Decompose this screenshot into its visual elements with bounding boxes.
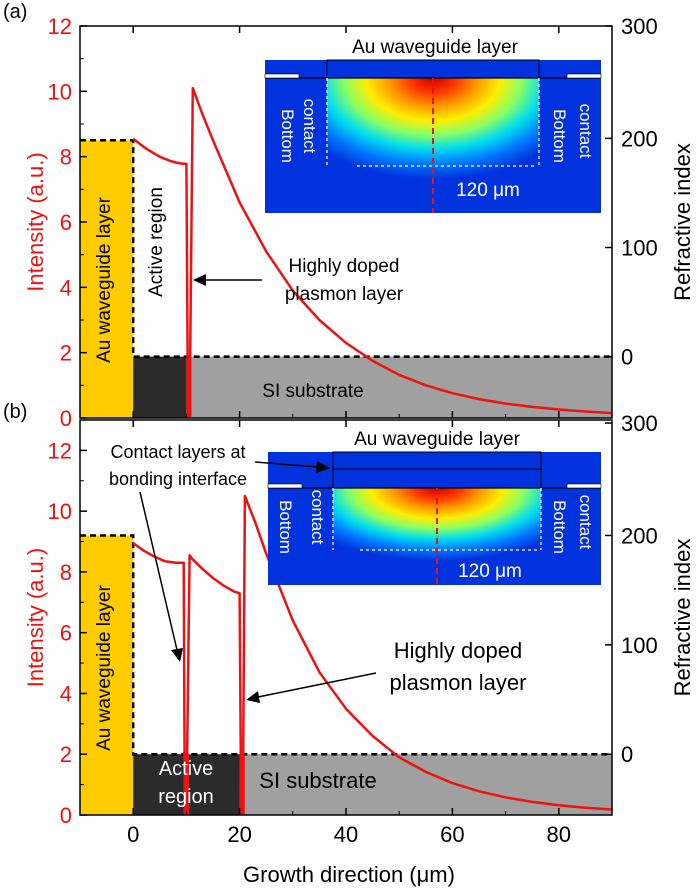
panel-b-contact-arrow-to-inset xyxy=(254,461,330,473)
inset-title: Au waveguide layer xyxy=(352,37,518,58)
inset-left-contact xyxy=(264,73,300,79)
panel-a-plasmon-arrow xyxy=(193,274,262,286)
panel-b-contact-arrow-to-plot xyxy=(139,491,183,662)
y-tick-label: 2 xyxy=(60,341,72,366)
y-tick-label: 2 xyxy=(60,742,72,767)
y-tick-label: 4 xyxy=(60,681,72,706)
panel-a-plasmon-label-2: plasmon layer xyxy=(285,284,404,305)
inset-scale-label: 120 μm xyxy=(456,180,520,201)
y2-tick-label: 200 xyxy=(621,126,658,151)
x-tick-label: 0 xyxy=(127,822,139,847)
panel-b-plasmon-label-2: plasmon layer xyxy=(390,670,527,695)
y2-tick-label: 0 xyxy=(621,742,633,767)
panel-a-intensity-line xyxy=(132,86,613,418)
y-tick-label: 6 xyxy=(60,621,72,646)
inset-title: Au waveguide layer xyxy=(354,429,520,450)
panel-a-active-region-label: Active region xyxy=(146,187,167,297)
y-tick-label: 6 xyxy=(60,210,72,235)
y2-axis-label: Refractive index xyxy=(670,143,695,301)
y-tick-label: 4 xyxy=(60,275,72,300)
panel-a-substrate-label: SI substrate xyxy=(262,381,363,402)
panel-b: Au waveguide layer Bottom contact Bottom… xyxy=(3,401,695,847)
x-tick-label: 40 xyxy=(334,822,358,847)
panel-b-mode-inset: Au waveguide layer Bottom contact Bottom… xyxy=(267,429,602,585)
y2-tick-label: 0 xyxy=(621,345,633,370)
panel-b-active-label-1: Active xyxy=(159,758,213,780)
y2-tick-label: 100 xyxy=(621,633,658,658)
panel-b-au-layer-label: Au waveguide layer xyxy=(94,584,115,750)
x-tick-label: 80 xyxy=(547,822,571,847)
y-tick-label: 8 xyxy=(60,145,72,170)
x-tick-label: 60 xyxy=(440,822,464,847)
y2-axis-label: Refractive index xyxy=(670,539,695,697)
panel-b-contact-label-1: Contact layers at xyxy=(110,442,245,462)
panel-b-substrate-label: SI substrate xyxy=(259,768,376,793)
inset-left-label-1: Bottom xyxy=(276,500,295,554)
y-tick-label: 8 xyxy=(60,560,72,585)
y-tick-label: 0 xyxy=(60,803,72,828)
inset-right-label-2: contact xyxy=(576,495,595,550)
x-axis-label: Growth direction (μm) xyxy=(243,862,455,887)
inset-scale-label: 120 μm xyxy=(458,561,522,582)
y-axis-label: Intensity (a.u.) xyxy=(23,548,48,687)
inset-right-contact xyxy=(566,73,602,79)
y2-tick-label: 200 xyxy=(621,523,658,548)
y2-tick-label: 300 xyxy=(621,411,658,436)
inset-right-label-2: contact xyxy=(576,104,595,159)
region-au-waveguide-layer xyxy=(80,535,134,815)
inset-right-label-1: Bottom xyxy=(550,500,569,554)
panel-b-intensity-line xyxy=(132,494,613,815)
panel-b-contact-label-2: bonding interface xyxy=(109,469,247,489)
panel-b-plasmon-label-1: Highly doped xyxy=(394,638,522,663)
region-au-waveguide-layer xyxy=(80,140,134,419)
y-tick-label: 0 xyxy=(60,406,72,431)
region-active-region xyxy=(133,356,187,418)
inset-right-contact xyxy=(566,483,602,489)
panel-b-active-label-2: region xyxy=(158,786,214,808)
panel-a-plasmon-label-1: Highly doped xyxy=(289,256,400,277)
panel-b-plasmon-arrow xyxy=(246,672,377,703)
y-axis-label: Intensity (a.u.) xyxy=(23,152,48,291)
inset-left-contact xyxy=(267,483,303,489)
panel-a-mode-inset: Au waveguide layer Bottom contact Bottom… xyxy=(264,37,602,213)
panel-a: Au waveguide layer Bottom contact Bottom… xyxy=(3,1,695,431)
y-tick-label: 12 xyxy=(48,438,72,463)
panel-b-label: (b) xyxy=(3,401,27,423)
inset-left-label-2: contact xyxy=(300,99,319,154)
panel-a-au-layer-label: Au waveguide layer xyxy=(94,196,115,362)
inset-right-label-1: Bottom xyxy=(550,109,569,163)
y-tick-label: 10 xyxy=(48,79,72,104)
panel-b-refractive-index-line xyxy=(80,534,612,756)
panel-a-label: (a) xyxy=(3,1,27,23)
inset-left-label-2: contact xyxy=(308,490,327,545)
x-tick-label: 20 xyxy=(227,822,251,847)
y2-tick-label: 100 xyxy=(621,235,658,260)
y-tick-label: 10 xyxy=(48,499,72,524)
panel-a-refractive-index-line xyxy=(80,139,612,358)
y2-tick-label: 300 xyxy=(621,14,658,39)
inset-left-label-1: Bottom xyxy=(278,109,297,163)
y-tick-label: 12 xyxy=(48,14,72,39)
